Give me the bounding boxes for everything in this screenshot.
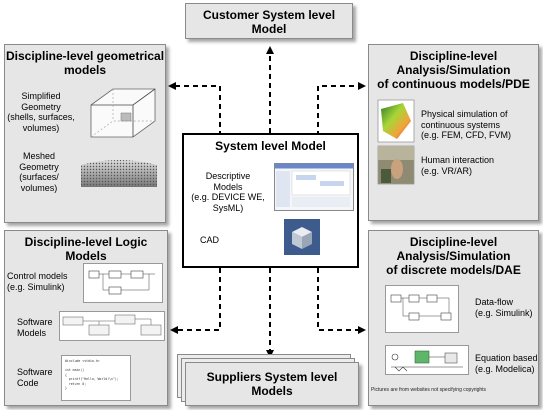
control-models-label: Control models (e.g. Simulink) bbox=[7, 271, 68, 292]
meshed-line-3: (surfaces/ bbox=[19, 172, 59, 182]
meshed-line-1: Meshed bbox=[22, 151, 56, 161]
vr-interaction-image bbox=[377, 145, 415, 185]
physical-line-3: (e.g. FEM, CFD, FVM) bbox=[421, 130, 511, 140]
simplified-line-2: Geometry bbox=[21, 101, 61, 112]
dataflow-line-2: (e.g. Simulink) bbox=[475, 307, 533, 318]
dataflow-diagram-image bbox=[385, 285, 459, 333]
equation-based-label: Equation based (e.g. Modelica) bbox=[475, 353, 538, 374]
software-code-line-1: Software bbox=[17, 367, 53, 377]
logic-title-line2: Models bbox=[65, 249, 107, 263]
copyright-note: Pictures are from websites not specifyin… bbox=[371, 387, 487, 393]
meshed-line-2: Geometry bbox=[19, 161, 59, 172]
continuous-title-line1: Discipline-level bbox=[409, 49, 498, 63]
geometry-title-line1: Discipline-level geometrical bbox=[5, 49, 165, 63]
control-line-1: Control models bbox=[7, 271, 68, 281]
simulink-control-image bbox=[83, 263, 163, 303]
equation-line-2: (e.g. Modelica) bbox=[475, 363, 535, 374]
cad-cube-image bbox=[284, 219, 320, 255]
descriptive-line-1: Descriptive bbox=[205, 171, 251, 181]
dataflow-label: Data-flow (e.g. Simulink) bbox=[475, 297, 533, 318]
meshed-line-4: volumes) bbox=[20, 182, 58, 193]
geometry-title-line2: models bbox=[63, 63, 106, 77]
descriptive-line-4: SysML) bbox=[212, 202, 244, 213]
descriptive-models-label: Descriptive Models (e.g. DEVICE WE, SysM… bbox=[190, 171, 266, 213]
discrete-title-line1: Discipline-level bbox=[409, 235, 498, 249]
uml-diagram-image bbox=[59, 311, 165, 341]
logic-models-box: Discipline-level Logic Models Control mo… bbox=[4, 230, 168, 406]
physical-simulation-label: Physical simulation of continuous system… bbox=[421, 109, 511, 141]
continuous-title-line3: of continuous models/PDE bbox=[377, 77, 530, 91]
cad-label: CAD bbox=[200, 235, 220, 245]
fem-simulation-image bbox=[377, 99, 415, 143]
mesh-image bbox=[81, 160, 157, 187]
arrow-system-discrete bbox=[317, 268, 366, 334]
software-models-label: Software Models bbox=[17, 317, 53, 338]
descriptive-line-3: (e.g. DEVICE WE, bbox=[191, 192, 265, 202]
simplified-line-1: Simplified bbox=[21, 91, 61, 101]
software-models-line-2: Models bbox=[17, 327, 47, 338]
simplified-line-3: (shells, surfaces, bbox=[7, 112, 75, 122]
equation-line-1: Equation based bbox=[475, 353, 538, 363]
suppliers-title-line1: Suppliers System level bbox=[206, 370, 338, 384]
suppliers-model-box: Suppliers System level Models bbox=[185, 362, 359, 406]
physical-line-2: continuous systems bbox=[421, 119, 501, 130]
simplified-line-4: volumes) bbox=[22, 122, 60, 133]
continuous-models-box: Discipline-level Analysis/Simulation of … bbox=[368, 44, 539, 221]
control-line-2: (e.g. Simulink) bbox=[7, 281, 65, 292]
wireframe-box-image bbox=[90, 88, 156, 138]
modelica-diagram-image bbox=[385, 345, 469, 375]
simplified-geometry-label: Simplified Geometry (shells, surfaces, v… bbox=[6, 91, 76, 133]
human-line-2: (e.g. VR/AR) bbox=[421, 165, 473, 176]
system-title: System level Model bbox=[215, 139, 326, 153]
human-line-1: Human interaction bbox=[421, 155, 495, 165]
software-code-label: Software Code bbox=[17, 367, 53, 388]
customer-title-line2: Model bbox=[251, 22, 287, 36]
geometry-models-box: Discipline-level geometrical models Simp… bbox=[4, 44, 166, 223]
continuous-title-line2: Analysis/Simulation bbox=[396, 63, 511, 77]
arrow-system-continuous bbox=[317, 82, 366, 163]
source-code-image: #include <stdio.h> int main() { printf("… bbox=[61, 355, 131, 401]
suppliers-title-line2: Models bbox=[251, 384, 293, 398]
software-models-line-1: Software bbox=[17, 317, 53, 327]
customer-title-line1: Customer System level bbox=[202, 8, 336, 22]
descriptive-tool-screenshot bbox=[274, 163, 354, 211]
system-level-model-box: System level Model Descriptive Models (e… bbox=[182, 133, 359, 268]
discrete-title-line2: Analysis/Simulation bbox=[396, 249, 511, 263]
meshed-geometry-label: Meshed Geometry (surfaces/ volumes) bbox=[6, 151, 72, 193]
discrete-models-box: Discipline-level Analysis/Simulation of … bbox=[368, 230, 539, 406]
physical-line-1: Physical simulation of bbox=[421, 109, 508, 119]
discrete-title-line3: of discrete models/DAE bbox=[386, 263, 521, 277]
customer-model-box: Customer System level Model bbox=[185, 3, 353, 39]
descriptive-line-2: Models bbox=[213, 181, 243, 192]
arrow-system-geometry bbox=[168, 82, 221, 163]
software-code-line-2: Code bbox=[17, 377, 39, 388]
dataflow-line-1: Data-flow bbox=[475, 297, 514, 307]
logic-title-line1: Discipline-level Logic bbox=[24, 235, 148, 249]
human-interaction-label: Human interaction (e.g. VR/AR) bbox=[421, 155, 494, 176]
arrow-system-logic bbox=[170, 268, 221, 334]
